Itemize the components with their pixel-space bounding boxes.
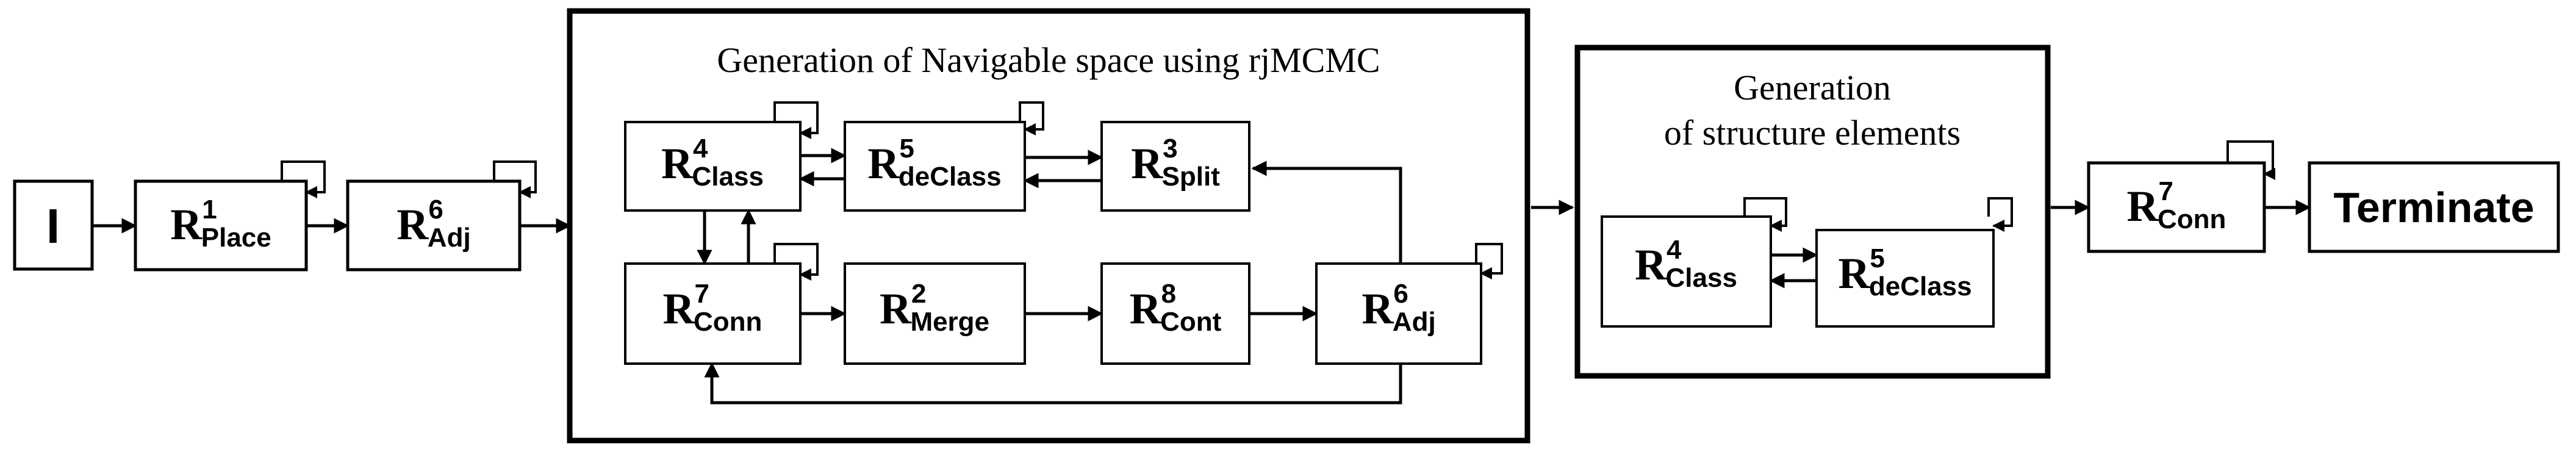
self-loop-declass-nav <box>1019 101 1044 135</box>
self-loop-conn-nav <box>773 243 819 281</box>
node-conn-final-sub: Conn <box>2158 204 2226 234</box>
self-loop-adj-pre <box>493 160 537 198</box>
node-adj-pre-sup: 6 <box>428 195 443 225</box>
self-loop-class-nav <box>773 101 819 139</box>
node-conn-nav-main: R <box>663 284 695 333</box>
node-adj-nav-sub: Adj <box>1393 307 1436 337</box>
self-loop-place <box>281 160 326 198</box>
arrow-adj-to-split <box>1251 160 1402 264</box>
node-cont-main: R <box>1130 284 1162 333</box>
node-conn-nav-sup: 7 <box>695 279 709 309</box>
node-place-sub: Place <box>201 223 271 253</box>
node-class-struct-sup: 4 <box>1667 235 1682 265</box>
node-declass-nav-sub: deClass <box>899 162 1002 192</box>
node-cont-sub: Cont <box>1160 307 1222 337</box>
structure-elements-title-line1: Generation <box>1734 68 1891 107</box>
node-input: I <box>13 179 94 271</box>
arrow-adj-to-conn <box>704 362 1402 405</box>
node-terminate: Terminate <box>2308 161 2560 253</box>
node-adj-nav-sup: 6 <box>1393 279 1408 309</box>
node-class-struct-sub: Class <box>1666 263 1737 293</box>
node-split-main: R <box>1131 139 1163 188</box>
node-split-sub: Split <box>1162 162 1221 192</box>
node-declass-struct-sup: 5 <box>1870 243 1884 273</box>
self-loop-class-struct <box>1743 197 1787 232</box>
node-place-main: R <box>170 200 203 249</box>
node-declass-nav-sup: 5 <box>899 134 914 164</box>
node-conn-final-sup: 7 <box>2159 176 2173 206</box>
node-adj-pre-main: R <box>396 200 429 249</box>
structure-elements-title-line2: of structure elements <box>1664 113 1961 153</box>
self-loop-conn-final <box>2226 140 2275 180</box>
node-merge-sub: Merge <box>910 307 989 337</box>
node-merge-main: R <box>880 284 912 333</box>
node-class-nav-main: R <box>661 139 694 188</box>
node-declass-struct-main: R <box>1838 249 1870 298</box>
node-adj-nav-main: R <box>1362 284 1394 333</box>
connectors <box>92 101 2311 405</box>
node-conn-nav-sub: Conn <box>694 307 762 337</box>
node-place-sup: 1 <box>202 195 217 225</box>
node-conn-final-main: R <box>2127 182 2159 231</box>
node-adj-pre-sub: Adj <box>428 223 471 253</box>
navigable-space-title: Generation of Navigable space using rjMC… <box>717 40 1380 80</box>
node-class-struct-main: R <box>1635 240 1667 289</box>
node-terminate-label: Terminate <box>2333 184 2534 231</box>
self-loop-declass-struct <box>1987 197 2013 232</box>
structure-elements-panel <box>1574 45 2051 379</box>
self-loop-adj-nav <box>1475 243 1503 279</box>
node-input-label: I <box>46 199 60 253</box>
node-class-nav-sub: Class <box>692 162 764 192</box>
node-cont-sup: 8 <box>1161 279 1176 309</box>
node-declass-struct-sub: deClass <box>1869 272 1972 301</box>
node-merge-sup: 2 <box>911 279 926 309</box>
node-class-nav-sup: 4 <box>693 134 708 164</box>
node-declass-nav-main: R <box>867 139 900 188</box>
node-split-sup: 3 <box>1163 134 1177 164</box>
